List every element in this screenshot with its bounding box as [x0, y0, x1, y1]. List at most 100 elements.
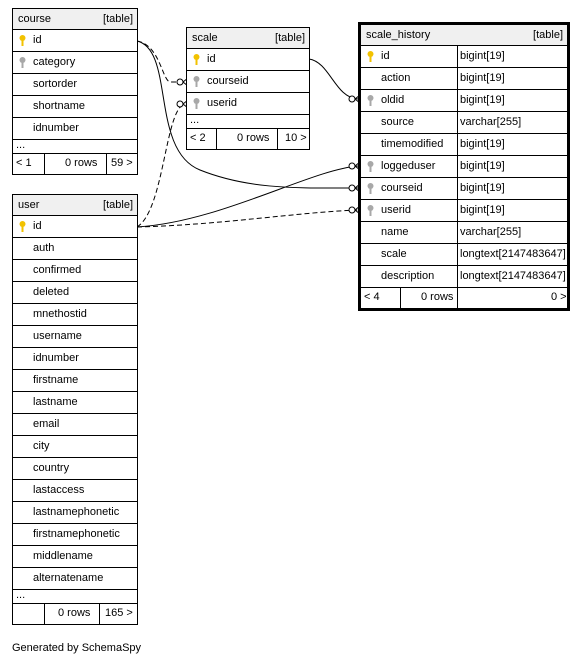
column-row[interactable]: category — [13, 52, 137, 74]
column-row[interactable]: userid — [187, 93, 309, 115]
children-count[interactable]: 165 > — [105, 607, 133, 619]
primary-key-icon — [193, 54, 200, 65]
more-columns: ... — [187, 115, 309, 129]
column-name: firstname — [33, 374, 79, 386]
column-row[interactable]: city — [13, 436, 137, 458]
column-name: category — [33, 56, 76, 68]
parents-count[interactable]: < 4 — [364, 291, 380, 303]
column-row[interactable]: country — [13, 458, 137, 480]
column-name: shortname — [33, 100, 85, 112]
column-row[interactable]: id — [13, 30, 137, 52]
column-name: courseid — [381, 182, 423, 194]
column-row[interactable]: alternatename — [13, 568, 137, 590]
column-row[interactable]: lastaccess — [13, 480, 137, 502]
column-divider — [457, 134, 458, 155]
column-row[interactable]: idnumber — [13, 348, 137, 370]
table-kind: [table] — [275, 32, 305, 44]
column-row[interactable]: firstname — [13, 370, 137, 392]
column-name: auth — [33, 242, 55, 254]
parents-count[interactable]: < 1 — [16, 157, 32, 169]
link-endpoint — [176, 78, 184, 86]
column-row[interactable]: courseid — [187, 71, 309, 93]
column-divider — [457, 266, 458, 287]
column-name: id — [33, 220, 42, 232]
column-name: middlename — [33, 550, 93, 562]
table-footer: 0 rows 165 > — [13, 604, 137, 624]
column-divider — [457, 90, 458, 111]
table-name: user — [18, 199, 40, 211]
table-course[interactable]: course [table] id category sortorder shortn… — [12, 8, 138, 175]
row-count: 0 rows — [65, 157, 98, 169]
foreign-key-icon — [19, 57, 26, 68]
column-divider — [457, 244, 458, 265]
column-name: alternatename — [33, 572, 104, 584]
column-name: idnumber — [33, 122, 79, 134]
column-row[interactable]: id — [13, 216, 137, 238]
column-row[interactable]: auth — [13, 238, 137, 260]
column-row[interactable]: sortorder — [13, 74, 137, 96]
column-type: bigint[19] — [460, 182, 505, 194]
link-course-scale — [136, 40, 186, 83]
column-name: firstnamephonetic — [33, 528, 120, 540]
column-row[interactable]: username — [13, 326, 137, 348]
column-row[interactable]: deleted — [13, 282, 137, 304]
column-type: bigint[19] — [460, 138, 505, 150]
table-header: course [table] — [13, 9, 137, 30]
column-divider — [457, 46, 458, 67]
column-row[interactable]: mnethostid — [13, 304, 137, 326]
table-name: course — [18, 13, 52, 25]
column-name: userid — [207, 97, 237, 109]
column-row[interactable]: id — [187, 49, 309, 71]
children-count[interactable]: 10 > — [285, 132, 307, 144]
column-name: email — [33, 418, 60, 430]
column-type: bigint[19] — [460, 72, 505, 84]
primary-key-icon — [19, 35, 26, 46]
table-kind: [table] — [103, 199, 133, 211]
link-scale-oldid — [308, 58, 359, 100]
column-name: country — [33, 462, 70, 474]
column-row[interactable]: idnumber — [13, 118, 137, 140]
link-endpoint — [348, 184, 356, 192]
column-name: sortorder — [33, 78, 78, 90]
children-count[interactable]: 59 > — [111, 157, 133, 169]
table-header: user [table] — [13, 195, 137, 216]
parents-count[interactable]: < 2 — [190, 132, 206, 144]
column-type: longtext[2147483647] — [460, 270, 566, 282]
column-row[interactable]: middlename — [13, 546, 137, 568]
column-row[interactable]: lastname — [13, 392, 137, 414]
column-row[interactable]: courseid bigint[19] — [361, 178, 567, 200]
primary-key-icon — [367, 51, 374, 62]
column-row[interactable]: lastnamephonetic — [13, 502, 137, 524]
column-divider — [457, 156, 458, 177]
primary-key-icon — [19, 221, 26, 232]
children-count[interactable]: 0 > — [551, 291, 567, 303]
table-header: scale_history [table] — [361, 25, 567, 46]
column-row[interactable]: description longtext[2147483647] — [361, 266, 567, 288]
column-type: varchar[255] — [460, 226, 522, 238]
column-row[interactable]: firstnamephonetic — [13, 524, 137, 546]
table-kind: [table] — [533, 29, 563, 41]
more-columns: ... — [13, 590, 137, 604]
column-name: lastnamephonetic — [33, 506, 120, 518]
column-row[interactable]: shortname — [13, 96, 137, 118]
column-name: description — [381, 270, 435, 282]
link-endpoint — [176, 100, 184, 108]
column-name: username — [33, 330, 82, 342]
row-count: 0 rows — [421, 291, 454, 303]
table-name: scale_history — [366, 29, 431, 41]
column-row[interactable]: email — [13, 414, 137, 436]
column-row[interactable]: confirmed — [13, 260, 137, 282]
column-divider — [457, 200, 458, 221]
